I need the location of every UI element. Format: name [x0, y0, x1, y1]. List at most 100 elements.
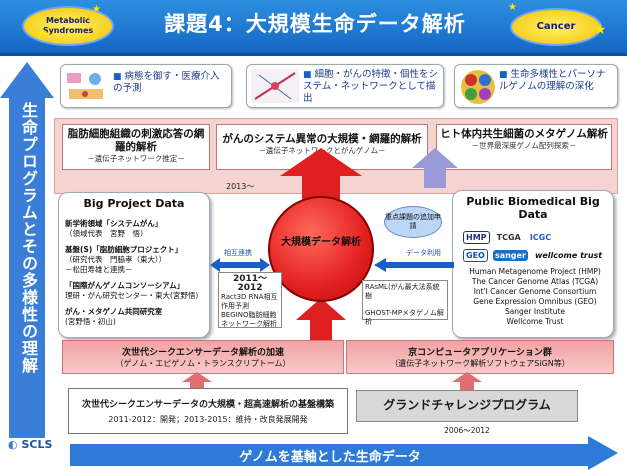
list-item: The Cancer Genome Atlas (TCGA) [471, 277, 599, 286]
right-up-arrow-icon [412, 148, 458, 188]
item-line: 基盤(S)「脂肪細胞プロジェクト」 [65, 245, 183, 254]
footer-arrow-bar [70, 444, 590, 466]
infrastructure-box: 次世代シークエンサーデータの大規模・超高速解析の基盤構築 2011-2012：開… [68, 388, 348, 434]
mutual-link-label: 相互連携 [224, 249, 252, 257]
up-arrow-head-icon [0, 62, 54, 98]
item-line: (宮野悟・初山) [65, 317, 116, 326]
info-card-intervention: ■ 病態を御す・医療介入の予測 [60, 64, 232, 108]
logo-row: HMP TCGA ICGC [463, 225, 609, 244]
big-project-data-panel: Big Project Data 新学術領域「システムがん」 （領域代表 宮野 … [58, 192, 210, 338]
right-note-box: RAsML(がん最大法系統樹 GHOST-MPメタゲノム解析 [362, 280, 448, 326]
infra-subtitle: 2011-2012：開発；2013-2015：維持・改良発展開発 [108, 415, 308, 424]
sanger-logo: sanger [492, 250, 528, 261]
star-icon: ★ [92, 4, 101, 15]
band-subtitle: （ゲノム・エピゲノム・トランスクリプトーム） [115, 359, 291, 368]
network-heatmap-icon [251, 69, 299, 103]
note-line: Ract3D RNA相互作用予測 [221, 293, 278, 310]
goal-box-adipocyte: 脂肪細胞組織の刺激応答の網羅的解析 －遺伝子ネットワーク推定－ [62, 124, 210, 170]
left-arrow-label: 生命プログラムとその多様性の理解 [19, 102, 38, 374]
large-scale-analysis-circle [268, 196, 374, 302]
geo-logo: GEO [463, 249, 488, 262]
big-project-list: 新学術領域「システムがん」 （領域代表 宮野 悟） 基盤(S)「脂肪細胞プロジェ… [65, 219, 207, 327]
scls-logo-text: SCLS [21, 438, 53, 451]
item-line: －松田寿雄と連携－ [65, 265, 133, 274]
metabolic-syndromes-badge: Metabolic Syndromes [22, 6, 114, 46]
band-title: 京コンピュータアプリケーション群 [408, 348, 552, 358]
medical-illustration-icon [67, 73, 103, 99]
item-line: （研究代表 門脇孝（東大）） [65, 255, 167, 264]
left-note-box: 2011～2012 Ract3D RNA相互作用予測 BEGINO脂肪細胞ネット… [218, 272, 282, 328]
grand-challenge-box [356, 390, 578, 422]
bullet-icon: ■ [113, 72, 122, 82]
period-label: 2011～2012 [232, 274, 268, 293]
footer-label: ゲノムを基軸とした生命データ [239, 450, 421, 465]
wellcome-logo: wellcome trust [534, 251, 603, 260]
up-arrow-icon [182, 372, 212, 390]
list-item: 新学術領域「システムがん」 （領域代表 宮野 悟） [65, 219, 207, 239]
big-project-title: Big Project Data [83, 197, 185, 210]
bullet-icon: ■ [303, 70, 312, 80]
public-data-title: Public Biomedical Big Data [466, 195, 600, 221]
badge-right-label: Cancer [536, 21, 576, 32]
data-use-arrow-icon [374, 258, 454, 272]
bullet-icon: ■ [499, 70, 508, 80]
scls-logo-icon: ◐ [8, 438, 18, 451]
goal-subtitle: －遺伝子ネットワーク推定－ [87, 154, 185, 163]
goal-title: がんのシステム異常の大規模・網羅的解析 [222, 133, 422, 145]
infra-title: 次世代シークエンサーデータの大規模・超高速解析の基盤構築 [81, 400, 334, 410]
public-big-data-panel: Public Biomedical Big Data HMP TCGA ICGC… [452, 190, 614, 338]
grand-challenge-years: 2006～2012 [444, 426, 490, 435]
center-up-arrow-icon [280, 148, 362, 204]
info-card-text: 生命多様性とパーソナルゲノムの理解の深化 [499, 69, 606, 92]
colorful-sphere-icon [461, 70, 495, 104]
k-computer-apps-band: 京コンピュータアプリケーション群 （遺伝子ネットワーク解析ソフトウェアSiGN等… [346, 340, 614, 374]
item-line: がん・メタゲノム共同研究室 [65, 307, 163, 316]
center-label: 大規模データ解析 [281, 237, 361, 248]
item-line: 理研・がん研究センター・東大(宮野悟) [65, 291, 199, 300]
info-card-diversity: ■ 生命多様性とパーソナルゲノムの理解の深化 [454, 64, 618, 108]
star-icon: ★ [36, 26, 49, 42]
goal-title: ヒト体内共生細菌のメタゲノム解析 [440, 128, 608, 140]
star-icon: ★ [508, 2, 517, 13]
list-item: 「国際がんゲノムコンソーシアム」 理研・がん研究センター・東大(宮野悟) [65, 281, 207, 301]
list-item: Sanger Institute [504, 307, 566, 316]
item-line: （領域代表 宮野 悟） [65, 229, 148, 238]
info-card-text: 細胞・がんの特徴・個性をシステム・ネットワークとして描出 [303, 69, 439, 104]
list-item: Int'l Cancer Genome Consortium [473, 287, 597, 296]
goal-subtitle: －世界最深度ゲノム配列探索－ [471, 141, 577, 150]
right-arrow-head-icon [588, 436, 618, 470]
cancer-badge: Cancer [510, 8, 602, 46]
mutual-link-arrow-icon [210, 258, 270, 272]
page-title: 課題4：大規模生命データ解析 [164, 12, 466, 36]
note-line: BEGINO脂肪細胞ネットワーク解析 [221, 311, 277, 328]
band-title: 次世代シークエンサーデータ解析の加速 [121, 348, 284, 358]
key-issue-label: 重点課題の追加申請 [385, 213, 441, 230]
left-arrow-body [9, 96, 45, 438]
item-line: 「国際がんゲノムコンソーシアム」 [65, 281, 185, 290]
note-line: RAsML(がん最大法系統樹 [365, 283, 440, 300]
tcga-logo: TCGA [496, 233, 521, 242]
band-subtitle: （遺伝子ネットワーク解析ソフトウェアSiGN等） [390, 359, 570, 368]
note-line: GHOST-MPメタゲノム解析 [365, 309, 444, 326]
lower-up-arrow-icon [296, 298, 346, 348]
ngs-acceleration-band: 次世代シークエンサーデータ解析の加速 （ゲノム・エピゲノム・トランスクリプトーム… [62, 340, 344, 374]
scls-logo: ◐ SCLS [8, 438, 52, 451]
data-use-label: データ利用 [406, 249, 441, 257]
list-item: Gene Expression Omnibus (GEO) [473, 297, 597, 306]
item-line: 新学術領域「システムがん」 [65, 219, 163, 228]
up-arrow-icon [452, 372, 482, 390]
goal-box-metagenome: ヒト体内共生細菌のメタゲノム解析 －世界最深度ゲノム配列探索－ [436, 124, 612, 170]
badge-left-label: Metabolic Syndromes [42, 16, 94, 35]
key-issue-badge: 重点課題の追加申請 [384, 206, 442, 238]
year-2013-label: 2013～ [226, 182, 255, 191]
logo-row: GEO sanger wellcome trust [463, 243, 611, 262]
grand-challenge-title: グランドチャレンジプログラム [383, 398, 551, 412]
list-item: Wellcome Trust [506, 317, 564, 326]
public-data-list: Human Metagenome Project (HMP) The Cance… [457, 267, 613, 327]
list-item: 基盤(S)「脂肪細胞プロジェクト」 （研究代表 門脇孝（東大）） －松田寿雄と連… [65, 245, 207, 275]
info-card-text: 病態を御す・医療介入の予測 [113, 71, 220, 94]
list-item: Human Metagenome Project (HMP) [469, 267, 601, 276]
info-card-network: ■ 細胞・がんの特徴・個性をシステム・ネットワークとして描出 [246, 64, 444, 108]
goal-title: 脂肪細胞組織の刺激応答の網羅的解析 [67, 128, 205, 153]
star-icon: ★ [594, 22, 607, 38]
